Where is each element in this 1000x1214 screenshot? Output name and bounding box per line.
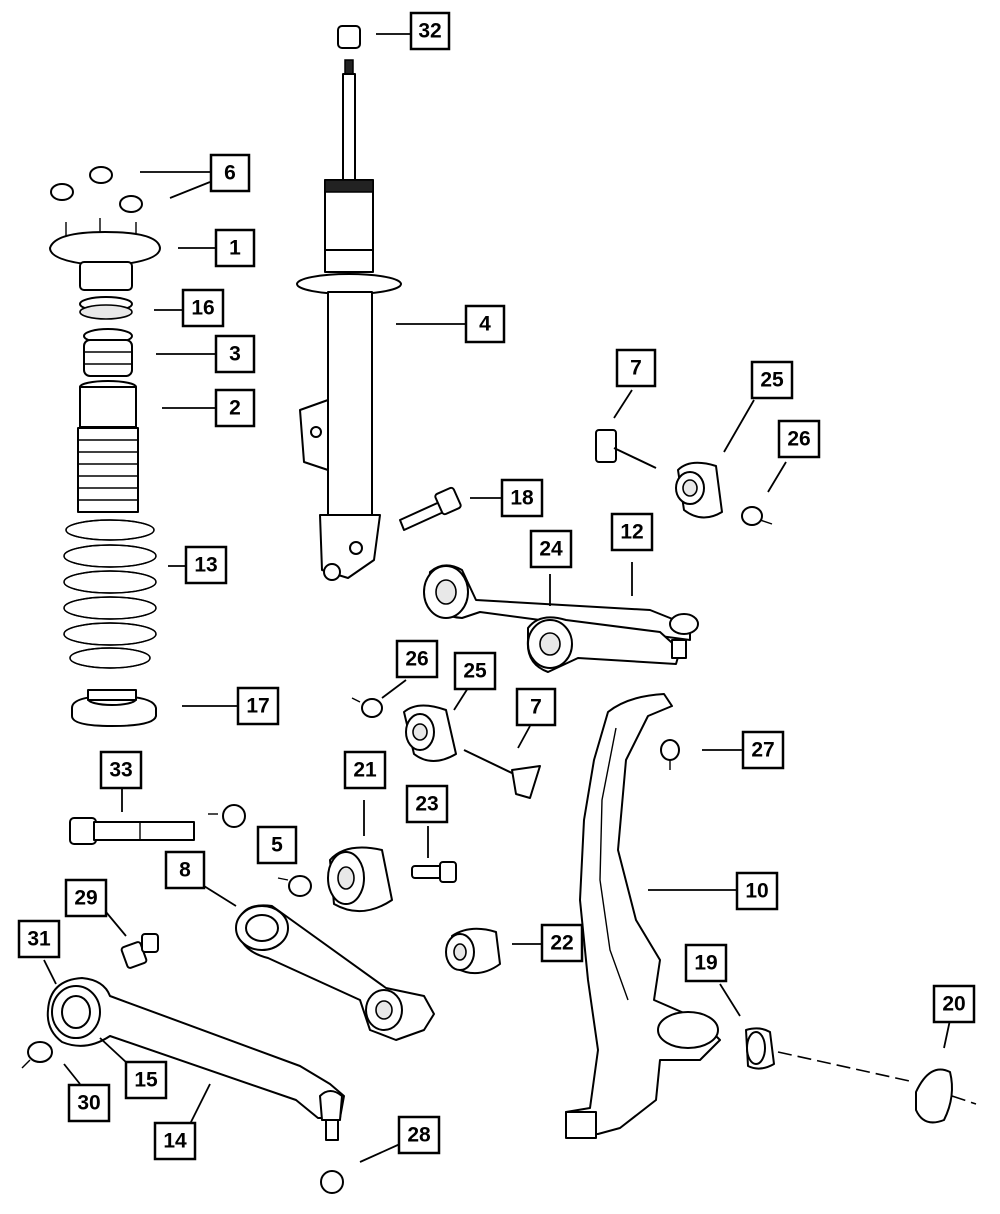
knuckle-nut xyxy=(660,739,680,770)
strut-bearing xyxy=(79,296,133,320)
callout-3[interactable]: 3 xyxy=(214,334,256,374)
callout-28[interactable]: 28 xyxy=(397,1115,441,1155)
upper-bushing-nut xyxy=(741,506,773,526)
callout-23[interactable]: 23 xyxy=(405,784,449,824)
lower-spring-seat xyxy=(71,689,157,727)
callout-7-upper[interactable]: 7 xyxy=(615,348,657,388)
callout-32[interactable]: 32 xyxy=(409,11,451,51)
lower-bushing xyxy=(403,704,457,762)
callout-25-upper[interactable]: 25 xyxy=(750,360,794,400)
dust-boot xyxy=(77,380,139,513)
strut-bolt xyxy=(399,486,462,531)
lower-control-arm-bolt xyxy=(463,749,541,799)
callout-17[interactable]: 17 xyxy=(236,686,280,726)
hub-dust-cap xyxy=(777,1051,977,1124)
callout-18[interactable]: 18 xyxy=(500,478,544,518)
callout-16[interactable]: 16 xyxy=(181,288,225,328)
callout-5[interactable]: 5 xyxy=(256,825,298,865)
callout-20[interactable]: 20 xyxy=(932,984,976,1024)
callout-10[interactable]: 10 xyxy=(735,871,779,911)
upper-bushing xyxy=(675,461,723,519)
callout-26-upper[interactable]: 26 xyxy=(777,419,821,459)
strut-assembly xyxy=(296,73,402,581)
strut-bushing xyxy=(445,927,501,975)
callout-33[interactable]: 33 xyxy=(99,750,143,790)
callout-25-lower[interactable]: 25 xyxy=(453,651,497,691)
leader-lines xyxy=(43,33,951,1163)
callout-26-lower[interactable]: 26 xyxy=(395,639,439,679)
upper-mount-nuts xyxy=(50,166,143,213)
callout-14[interactable]: 14 xyxy=(153,1121,197,1161)
callout-29[interactable]: 29 xyxy=(64,878,108,918)
callout-1[interactable]: 1 xyxy=(214,228,256,268)
callout-19[interactable]: 19 xyxy=(684,943,728,983)
callout-21[interactable]: 21 xyxy=(343,750,387,790)
coil-spring xyxy=(63,519,157,669)
callout-24[interactable]: 24 xyxy=(529,529,573,569)
lateral-link-nut xyxy=(21,1041,53,1069)
callout-15[interactable]: 15 xyxy=(124,1060,168,1100)
callout-6[interactable]: 6 xyxy=(209,153,251,193)
callout-4[interactable]: 4 xyxy=(464,304,506,344)
tension-strut xyxy=(235,904,435,1041)
callout-12[interactable]: 12 xyxy=(610,512,654,552)
ball-joint-nut xyxy=(320,1170,344,1194)
bushing-bolt xyxy=(411,861,457,883)
steering-knuckle xyxy=(565,693,721,1139)
callout-2[interactable]: 2 xyxy=(214,388,256,428)
lower-bushing-nut xyxy=(351,697,383,718)
lower-control-arm xyxy=(46,977,345,1141)
long-bolt-nut xyxy=(208,804,246,828)
lateral-link-bolt xyxy=(120,933,159,969)
jounce-bumper xyxy=(83,328,133,377)
callout-30[interactable]: 30 xyxy=(67,1083,111,1123)
upper-control-arm-bolt xyxy=(595,429,657,469)
callout-31[interactable]: 31 xyxy=(17,919,61,959)
tension-strut-nut xyxy=(277,875,312,897)
callout-8[interactable]: 8 xyxy=(164,850,206,890)
tension-strut-bushing xyxy=(327,846,393,913)
hub-nut xyxy=(745,1027,775,1070)
callout-7-lower[interactable]: 7 xyxy=(515,687,557,727)
callout-22[interactable]: 22 xyxy=(540,923,584,963)
long-bolt xyxy=(69,817,195,845)
upper-control-arm xyxy=(423,564,699,673)
upper-strut-mount xyxy=(49,218,161,291)
callout-13[interactable]: 13 xyxy=(184,545,228,585)
strut-top-nut xyxy=(337,25,361,75)
callout-27[interactable]: 27 xyxy=(741,730,785,770)
